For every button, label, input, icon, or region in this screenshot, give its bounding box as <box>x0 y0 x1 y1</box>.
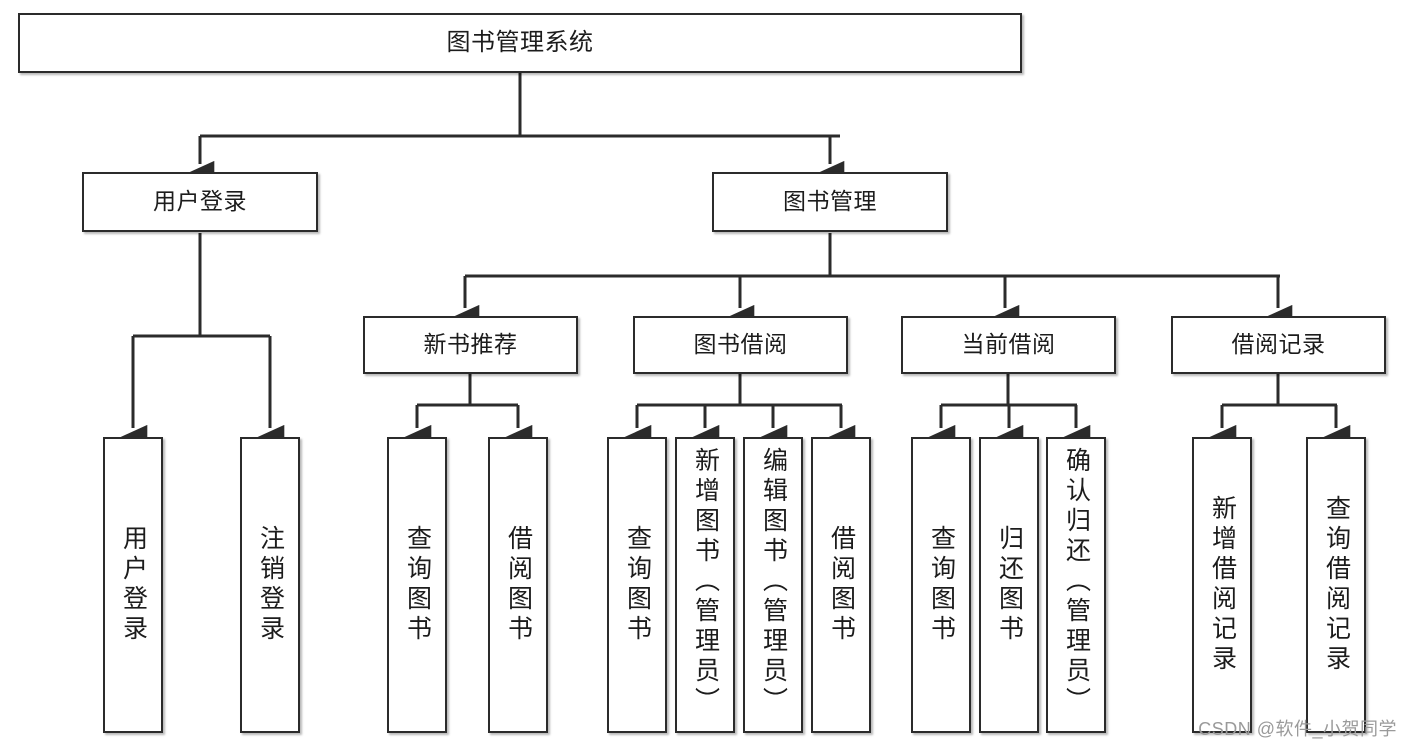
node-root-book-management-system[interactable]: 图书管理系统 <box>18 13 1022 73</box>
node-user-login-label: 用户登录 <box>153 188 247 215</box>
leaf-confirm-return[interactable]: 确认归还（管理员） <box>1046 437 1106 733</box>
leaf-borrow-book-2-label: 借阅图书 <box>827 525 856 645</box>
node-new-book-recommend[interactable]: 新书推荐 <box>363 316 578 374</box>
node-borrow-record[interactable]: 借阅记录 <box>1171 316 1386 374</box>
leaf-edit-book[interactable]: 编辑图书（管理员） <box>743 437 803 733</box>
leaf-add-record[interactable]: 新增借阅记录 <box>1192 437 1252 733</box>
node-book-management-label: 图书管理 <box>783 188 877 215</box>
leaf-query-book-1[interactable]: 查询图书 <box>387 437 447 733</box>
node-root-label: 图书管理系统 <box>446 28 594 56</box>
node-new-book-recommend-label: 新书推荐 <box>423 331 518 358</box>
leaf-borrow-book-2[interactable]: 借阅图书 <box>811 437 871 733</box>
node-current-borrow[interactable]: 当前借阅 <box>901 316 1116 374</box>
leaf-add-book-label: 新增图书（管理员） <box>691 447 720 717</box>
leaf-query-book-3-label: 查询图书 <box>927 525 956 645</box>
leaf-borrow-book-1[interactable]: 借阅图书 <box>488 437 548 733</box>
leaf-query-record[interactable]: 查询借阅记录 <box>1306 437 1366 733</box>
node-borrow-record-label: 借阅记录 <box>1231 331 1326 358</box>
leaf-return-book-label: 归还图书 <box>995 525 1024 645</box>
leaf-logout-login[interactable]: 注销登录 <box>240 437 300 733</box>
node-user-login[interactable]: 用户登录 <box>82 172 318 232</box>
leaf-edit-book-label: 编辑图书（管理员） <box>759 447 788 717</box>
leaf-confirm-return-label: 确认归还（管理员） <box>1062 447 1091 717</box>
leaf-query-book-1-label: 查询图书 <box>403 525 432 645</box>
node-current-borrow-label: 当前借阅 <box>961 331 1056 358</box>
leaf-borrow-book-1-label: 借阅图书 <box>504 525 533 645</box>
node-book-borrow-label: 图书借阅 <box>693 331 788 358</box>
node-book-management[interactable]: 图书管理 <box>712 172 948 232</box>
csdn-watermark: CSDN @软件_小贺同学 <box>1198 719 1397 739</box>
leaf-query-record-label: 查询借阅记录 <box>1322 495 1351 675</box>
leaf-return-book[interactable]: 归还图书 <box>979 437 1039 733</box>
leaf-query-book-2-label: 查询图书 <box>623 525 652 645</box>
leaf-add-book[interactable]: 新增图书（管理员） <box>675 437 735 733</box>
leaf-add-record-label: 新增借阅记录 <box>1208 495 1237 675</box>
leaf-query-book-2[interactable]: 查询图书 <box>607 437 667 733</box>
leaf-logout-login-label: 注销登录 <box>256 525 285 645</box>
leaf-user-login[interactable]: 用户登录 <box>103 437 163 733</box>
leaf-query-book-3[interactable]: 查询图书 <box>911 437 971 733</box>
node-book-borrow[interactable]: 图书借阅 <box>633 316 848 374</box>
leaf-user-login-label: 用户登录 <box>119 525 148 645</box>
